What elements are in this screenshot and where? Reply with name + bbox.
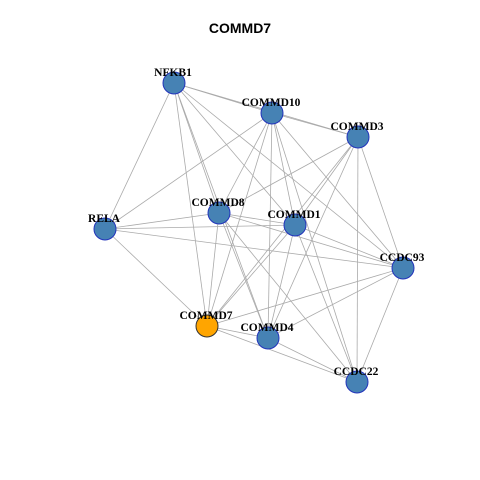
edge-nfkb1-ccdc93 (173, 82, 404, 269)
edge-commd3-commd7 (206, 136, 359, 327)
edge-commd8-commd4 (218, 212, 269, 339)
node-label-commd4: COMMD4 (240, 322, 293, 334)
edge-commd10-commd1 (271, 112, 296, 226)
node-commd3 (346, 125, 370, 149)
edge-commd3-ccdc93 (357, 136, 404, 269)
node-label-commd1: COMMD1 (267, 209, 320, 221)
edge-nfkb1-commd8 (173, 82, 220, 214)
edge-commd1-ccdc93 (294, 224, 404, 269)
edge-nfkb1-rela (104, 82, 175, 230)
node-rela (93, 217, 117, 241)
node-label-ccdc22: CCDC22 (334, 366, 379, 378)
edge-nfkb1-commd7 (173, 82, 208, 327)
edge-commd4-ccdc22 (267, 337, 358, 383)
edge-commd1-ccdc22 (294, 224, 358, 383)
edge-commd8-commd7 (206, 212, 220, 327)
node-commd7 (195, 314, 219, 338)
edge-commd3-commd4 (267, 136, 359, 339)
node-label-commd7: COMMD7 (179, 310, 232, 322)
edge-commd8-rela (104, 212, 220, 230)
edge-commd8-commd1 (218, 212, 296, 226)
edge-layer (104, 82, 404, 383)
edge-commd10-rela (104, 112, 273, 230)
node-commd8 (207, 201, 231, 225)
chart-title: COMMD7 (208, 20, 272, 36)
edge-commd3-commd8 (218, 136, 359, 214)
node-commd4 (256, 326, 280, 350)
edge-commd8-ccdc22 (218, 212, 358, 383)
edge-commd10-commd8 (218, 112, 273, 214)
edge-commd1-commd4 (267, 224, 296, 339)
node-label-ccdc93: CCDC93 (380, 252, 425, 264)
edge-rela-commd1 (104, 224, 296, 230)
edge-commd3-commd1 (294, 136, 359, 226)
edge-rela-commd7 (104, 228, 208, 327)
edge-commd3-ccdc22 (356, 136, 359, 383)
node-label-rela: RELA (88, 213, 121, 225)
edge-commd7-ccdc22 (206, 325, 358, 383)
node-nfkb1 (162, 71, 186, 95)
node-label-commd8: COMMD8 (191, 197, 244, 209)
node-layer (93, 71, 415, 394)
edge-ccdc93-ccdc22 (356, 267, 404, 383)
edge-ccdc93-commd7 (206, 267, 404, 327)
edge-commd10-ccdc22 (271, 112, 358, 383)
node-commd10 (260, 101, 284, 125)
node-label-nfkb1: NFKB1 (154, 67, 192, 79)
node-label-commd3: COMMD3 (330, 121, 383, 133)
node-commd1 (283, 213, 307, 237)
edge-commd10-ccdc93 (271, 112, 404, 269)
node-label-commd10: COMMD10 (242, 97, 301, 109)
edge-ccdc93-commd4 (267, 267, 404, 339)
edge-commd10-commd3 (271, 112, 359, 138)
edge-commd1-commd7 (206, 224, 296, 327)
node-ccdc22 (345, 370, 369, 394)
edge-nfkb1-commd1 (173, 82, 296, 226)
edge-rela-ccdc93 (104, 228, 404, 269)
edge-commd8-ccdc93 (218, 212, 404, 269)
node-ccdc93 (391, 256, 415, 280)
